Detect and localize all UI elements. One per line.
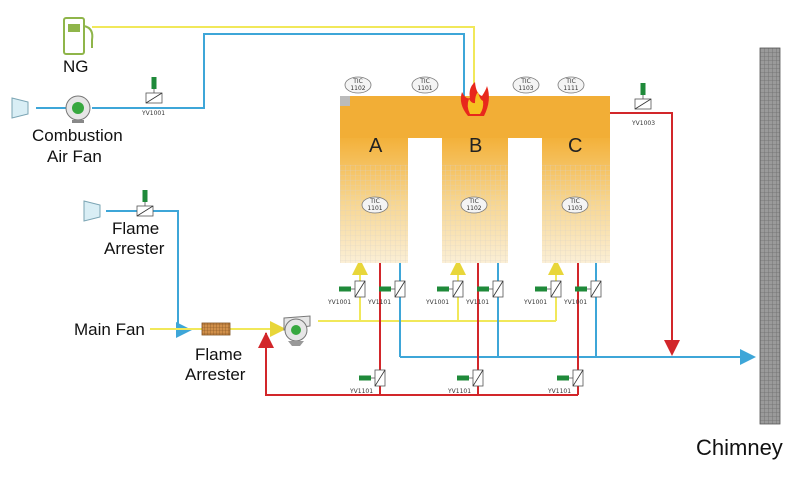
red-purge-header — [265, 333, 578, 396]
svg-text:TIC: TIC — [565, 78, 576, 85]
svg-text:TIC: TIC — [352, 78, 363, 85]
chamber-label-b: B — [469, 135, 482, 157]
bed-valve-2-actuator — [379, 286, 391, 292]
tic-top-1: TIC 1102 — [344, 76, 372, 94]
purge-valve-1-tag: YV1101 — [349, 388, 373, 395]
ng-pump-icon — [63, 17, 94, 55]
ng-label: NG — [63, 57, 89, 76]
fresh-air-intake-icon — [83, 200, 101, 222]
bed-valve-1[interactable]: YV1001 — [327, 280, 366, 306]
purge-valve-2-tag: YV1101 — [447, 388, 471, 395]
chimney-stack — [759, 47, 781, 425]
svg-text:1101: 1101 — [367, 205, 382, 212]
bed-valve-2[interactable]: YV1101 — [367, 280, 406, 306]
tic-bed-b: TIC 1102 — [460, 196, 488, 214]
purge-valve-3-actuator — [557, 375, 569, 381]
svg-text:TIC: TIC — [468, 198, 479, 205]
tic-top-3: TIC 1103 — [512, 76, 540, 94]
flame-arrester-top-line1: Flame — [112, 219, 159, 238]
bed-valve-3-actuator — [437, 286, 449, 292]
svg-text:TIC: TIC — [369, 198, 380, 205]
svg-text:1103: 1103 — [567, 205, 582, 212]
ng-valve-tag: YV1001 — [141, 110, 165, 117]
bed-valve-5[interactable]: YV1001 — [523, 280, 562, 306]
svg-text:TIC: TIC — [520, 78, 531, 85]
bed-valve-3-tag: YV1001 — [425, 299, 449, 306]
purge-valve-1-actuator — [359, 375, 371, 381]
flame-arrester-bottom-icon — [201, 322, 231, 336]
bed-valve-6[interactable]: YV1001 — [563, 280, 602, 306]
chamber-label-c: C — [568, 135, 582, 157]
bed-valve-1-actuator — [339, 286, 351, 292]
flame-arrester-bottom-line2: Arrester — [185, 365, 246, 384]
fresh-air-valve-actuator — [142, 190, 148, 202]
ng-valve-actuator — [151, 77, 157, 89]
svg-text:TIC: TIC — [419, 78, 430, 85]
bed-valve-4[interactable]: YV1101 — [465, 280, 504, 306]
bed-valve-4-actuator — [477, 286, 489, 292]
svg-text:1102: 1102 — [350, 85, 365, 92]
purge-valve-3-tag: YV1101 — [547, 388, 571, 395]
chimney-label: Chimney — [696, 435, 783, 460]
tic-bed-c: TIC 1103 — [561, 196, 589, 214]
rto-unit — [340, 96, 610, 263]
burner-flame-icon — [460, 82, 489, 116]
tic-top-4: TIC 1111 — [557, 76, 585, 94]
exhaust-valve[interactable]: YV1003 — [631, 83, 655, 127]
exhaust-valve-tag: YV1003 — [631, 120, 655, 127]
tic-bed-a: TIC 1101 — [361, 196, 389, 214]
bed-valve-5-actuator — [535, 286, 547, 292]
combustion-fan-icon — [65, 95, 91, 123]
purge-valve-1[interactable]: YV1101 — [349, 369, 386, 395]
combustion-intake-icon — [11, 97, 29, 119]
bed-valve-3[interactable]: YV1001 — [425, 280, 464, 306]
exhaust-valve-actuator — [640, 83, 646, 95]
bed-valve-6-actuator — [575, 286, 587, 292]
svg-text:1102: 1102 — [466, 205, 481, 212]
fresh-air-valve[interactable] — [136, 190, 154, 217]
flame-arrester-bottom-line1: Flame — [195, 345, 242, 364]
combustion-fan-label-line1: Combustion — [32, 126, 123, 145]
main-fan-icon — [283, 315, 311, 346]
flame-arrester-top-line2: Arrester — [104, 239, 165, 258]
ng-valve[interactable]: YV1001 — [141, 77, 165, 117]
svg-text:TIC: TIC — [569, 198, 580, 205]
bed-valve-6-tag: YV1001 — [563, 299, 587, 306]
bed-valve-4-tag: YV1101 — [465, 299, 489, 306]
chamber-label-a: A — [369, 135, 383, 157]
tic-top-2: TIC 1101 — [411, 76, 439, 94]
bed-valve-2-tag: YV1101 — [367, 299, 391, 306]
main-fan-label: Main Fan — [74, 320, 145, 339]
bed-valve-5-tag: YV1001 — [523, 299, 547, 306]
combustion-fan-label-line2: Air Fan — [47, 147, 102, 166]
svg-text:1111: 1111 — [563, 85, 578, 92]
bed-valve-1-tag: YV1001 — [327, 299, 351, 306]
svg-text:1101: 1101 — [417, 85, 432, 92]
purge-valve-2-actuator — [457, 375, 469, 381]
svg-text:1103: 1103 — [518, 85, 533, 92]
purge-valve-2[interactable]: YV1101 — [447, 369, 484, 395]
ng-gas-line — [92, 26, 475, 96]
purge-valve-3[interactable]: YV1101 — [547, 369, 584, 395]
red-exhaust-line — [610, 112, 680, 356]
combustion-air-line-2 — [92, 33, 465, 109]
